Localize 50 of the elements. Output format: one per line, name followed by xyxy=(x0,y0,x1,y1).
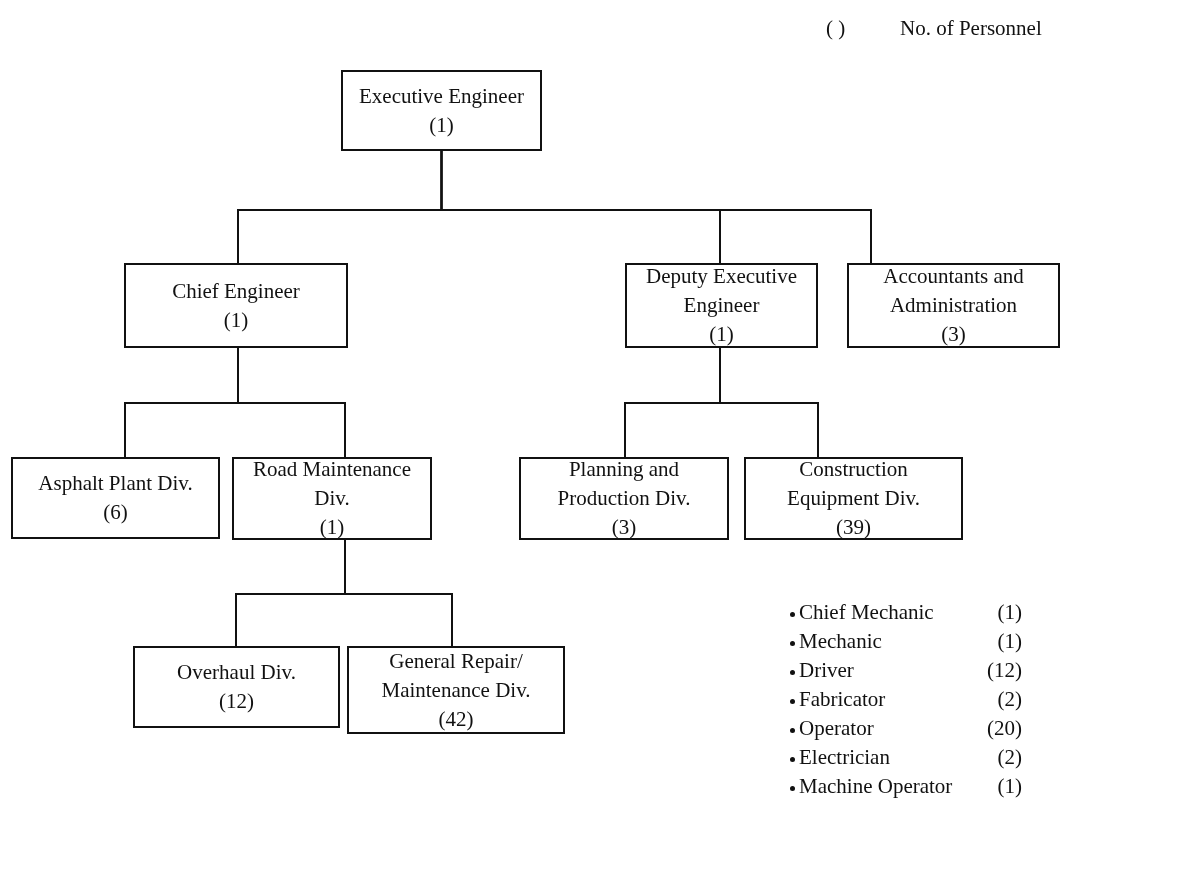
org-box xyxy=(232,457,432,540)
position-title: Executive Engineer xyxy=(359,82,524,110)
connector-line xyxy=(719,347,819,458)
legend-symbol: ( ) xyxy=(826,16,846,41)
role-name: Fabricator xyxy=(799,687,886,712)
connector-line xyxy=(440,150,872,264)
position-title: Construction Equipment Div. xyxy=(786,456,921,512)
role-name: Machine Operator xyxy=(799,774,953,799)
position-title: Overhaul Div. xyxy=(177,659,296,686)
personnel-count: (1) xyxy=(319,514,345,541)
position-title: Chief Engineer xyxy=(172,277,300,305)
org-box xyxy=(347,646,565,734)
personnel-count: (42) xyxy=(438,705,474,733)
personnel-count: (1) xyxy=(996,629,1022,654)
personnel-count: (12) xyxy=(986,658,1022,683)
legend-text: No. of Personnel xyxy=(900,16,1042,41)
org-box xyxy=(744,457,963,540)
personnel-count: (1) xyxy=(223,306,249,334)
role-name: Electrician xyxy=(799,745,890,770)
personnel-count: (1) xyxy=(996,600,1022,625)
personnel-count: (3) xyxy=(611,514,637,541)
personnel-count: (6) xyxy=(103,499,128,526)
org-box xyxy=(847,263,1060,348)
role-name: Mechanic xyxy=(799,629,882,654)
org-box xyxy=(519,457,729,540)
position-title: Planning and Production Div. xyxy=(556,456,692,512)
position-title: General Repair/ Maintenance Div. xyxy=(380,647,532,704)
position-title: Deputy Executive Engineer xyxy=(645,263,798,319)
connector-line xyxy=(344,539,453,647)
org-box xyxy=(124,263,348,348)
personnel-count: (1) xyxy=(429,111,454,139)
role-name: Operator xyxy=(799,716,874,741)
org-box xyxy=(11,457,220,539)
position-title: Asphalt Plant Div. xyxy=(38,470,193,497)
org-box xyxy=(133,646,340,728)
position-title: Accountants and Administration xyxy=(882,263,1025,319)
position-title: Road Maintenance Div. xyxy=(252,456,412,512)
connector-line xyxy=(237,347,346,458)
role-name: Chief Mechanic xyxy=(799,600,934,625)
org-box xyxy=(341,70,542,151)
personnel-count: (20) xyxy=(986,716,1022,741)
personnel-count: (1) xyxy=(709,321,734,348)
org-box xyxy=(625,263,818,348)
personnel-count: (39) xyxy=(836,514,871,541)
personnel-count: (3) xyxy=(941,321,966,348)
role-name: Driver xyxy=(799,658,854,683)
personnel-count: (1) xyxy=(996,774,1022,799)
personnel-count: (2) xyxy=(996,687,1022,712)
personnel-count: (12) xyxy=(219,688,254,715)
personnel-count: (2) xyxy=(996,745,1022,770)
